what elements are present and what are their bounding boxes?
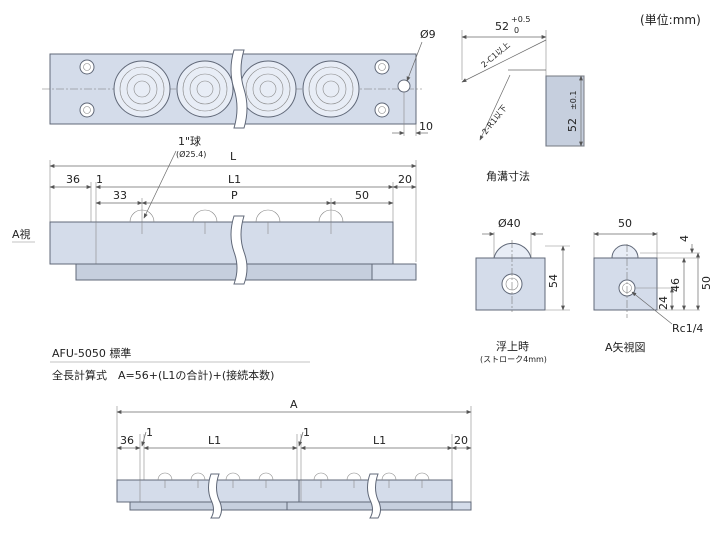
top-view: Ø9 10 [42, 28, 436, 136]
a-d46: 46 [669, 278, 682, 292]
dim-50: 50 [355, 189, 369, 202]
ball-dia: (Ø25.4) [176, 149, 206, 159]
dim-33: 33 [113, 189, 127, 202]
a-d24: 24 [657, 296, 670, 310]
bottom-dim-20: 20 [454, 434, 468, 447]
groove-height: 52 [566, 118, 579, 132]
groove-dimensions: 52 +0.5 0 2-C1以上 2-R1以下 52 ±0.1 角溝寸法 [461, 15, 585, 183]
a-arrow-view: 50 4 50 46 24 Rc1/4 A矢視図 [593, 217, 713, 354]
bolt-holes [79, 59, 390, 118]
view-label-A: A視 [12, 227, 31, 241]
unit-note: (単位:mm) [640, 12, 701, 27]
a-caption: A矢視図 [605, 340, 646, 354]
dim-P: P [231, 189, 238, 202]
bottom-dim-L1a: L1 [208, 434, 221, 447]
bottom-dim-1b: 1 [303, 426, 310, 439]
a-width: 50 [618, 217, 632, 230]
groove-height-tol: ±0.1 [569, 91, 578, 110]
edge-dim-label: 10 [419, 120, 433, 133]
a-d50: 50 [700, 276, 713, 290]
float-dia: Ø40 [498, 217, 521, 230]
side-view: L 36 1 L1 20 33 P 50 1"球 (Ø25.4) A視 [12, 134, 417, 285]
dim-L: L [230, 150, 237, 163]
dim-36: 36 [66, 173, 80, 186]
bottom-ball-profiles [157, 472, 430, 488]
groove-width: 52 [495, 20, 509, 33]
dim-20: 20 [398, 173, 412, 186]
ball-units-top [113, 60, 360, 118]
bottom-dim-36: 36 [120, 434, 134, 447]
formula-note: 全長計算式 A=56+(L1の合計)+(接続本数) [52, 368, 274, 382]
float-caption: 浮上時 [496, 340, 529, 353]
ball-label: 1"球 [178, 134, 201, 148]
bottom-dim-1a: 1 [146, 426, 153, 439]
groove-caption: 角溝寸法 [486, 169, 530, 183]
model-note: AFU-5050 標準 [52, 346, 131, 360]
float-subcaption: (ストローク4mm) [480, 355, 547, 364]
dim-A: A [290, 398, 298, 411]
ball-profiles [129, 209, 344, 234]
bottom-dim-L1b: L1 [373, 434, 386, 447]
a-port: Rc1/4 [672, 322, 703, 335]
groove-tol-upper: +0.5 [511, 15, 530, 24]
floating-view: Ø40 54 浮上時 (ストローク4mm) [475, 217, 570, 364]
float-height: 54 [547, 274, 560, 288]
dim-1: 1 [96, 173, 103, 186]
groove-tol-lower: 0 [514, 26, 519, 35]
hole-dia-label: Ø9 [420, 28, 436, 41]
bottom-view: A 36 1 L1 1 L1 20 [116, 398, 472, 519]
dim-L1: L1 [228, 173, 241, 186]
a-d4: 4 [678, 235, 691, 242]
